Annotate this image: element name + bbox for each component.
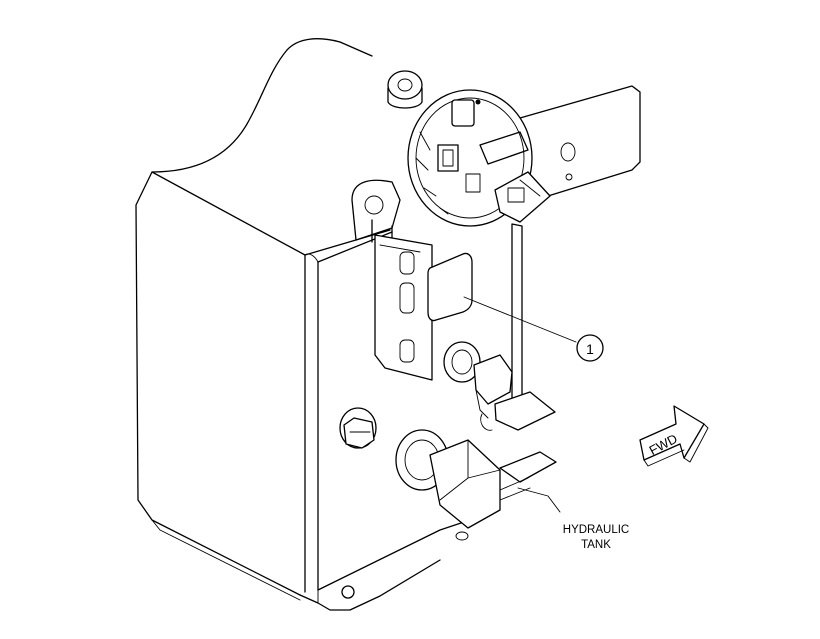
sight-gauge [427, 252, 473, 322]
tank-label-group: HYDRAULIC TANK [517, 487, 629, 551]
lower-fitting [395, 429, 557, 541]
callout-number: 1 [586, 341, 594, 357]
callout-circle-icon [576, 334, 604, 362]
upper-fitting [443, 341, 556, 431]
fwd-arrow-icon: FWD [639, 405, 709, 467]
tank-label-line2: TANK [581, 539, 611, 551]
hydraulic-tank-body [135, 38, 471, 611]
mounting-bosses [351, 70, 423, 247]
bottom-mount-hole [341, 585, 355, 599]
level-sensor [407, 89, 551, 227]
sensor-bracket [511, 85, 641, 406]
mounting-plate [374, 234, 433, 381]
tank-label-line1: HYDRAULIC [563, 524, 629, 536]
drain-plug [339, 407, 377, 449]
callout-1: 1 [463, 296, 604, 362]
